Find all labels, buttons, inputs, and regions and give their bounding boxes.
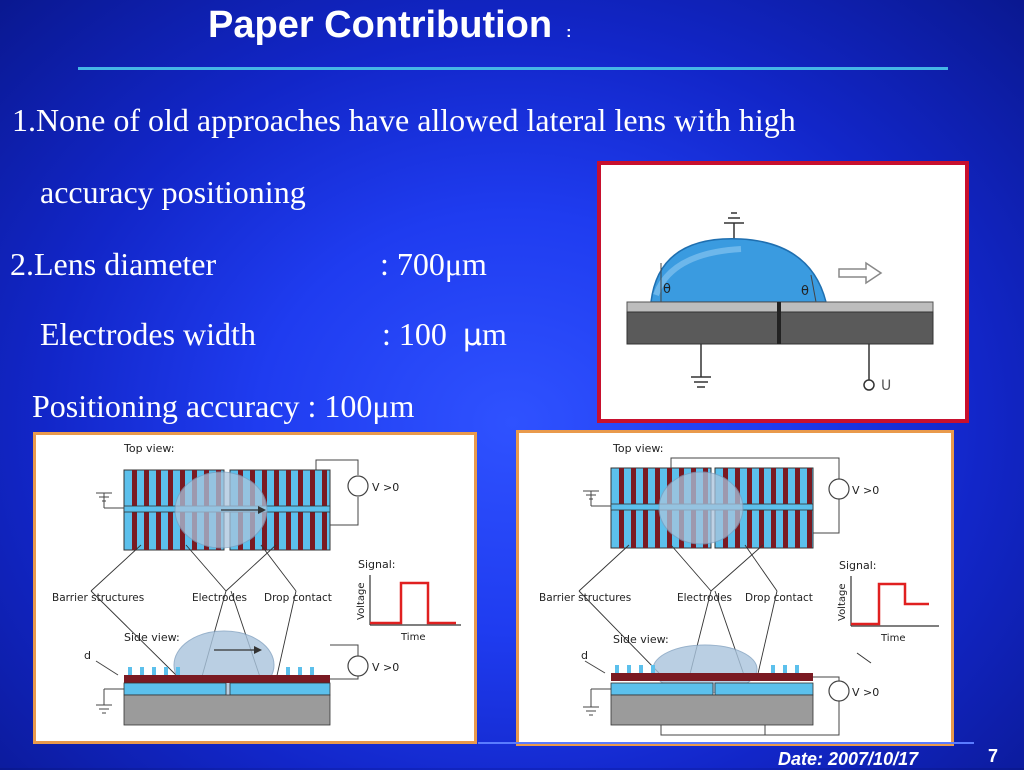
device-figure-right-frame: Top view: V >0 Signal: (516, 430, 954, 746)
time-axis-label: Time (400, 632, 425, 643)
side-view-device (610, 644, 814, 726)
point-2-row: 2.Lens diameter : 700μm (10, 248, 570, 284)
direction-arrow-icon (838, 261, 883, 285)
droplet-figure: θ θ U (626, 212, 934, 394)
title-text: Paper Contribution (208, 4, 553, 46)
title-colon: : (566, 24, 572, 41)
electrodes-label: Electrodes (677, 592, 732, 604)
electrodes-label: Electrodes (192, 592, 247, 604)
side-view-device (123, 630, 331, 726)
time-axis-label: Time (880, 633, 905, 644)
positioning-accuracy: Positioning accuracy : 100μm (32, 388, 415, 424)
barrier-label: Barrier structures (539, 592, 631, 604)
side-view-label: Side view: (124, 631, 180, 644)
electrodes-width-value: : 100 μm (382, 318, 507, 351)
top-view-electrodes (123, 469, 331, 551)
voltage-axis-label: Voltage (356, 582, 367, 620)
top-view-label: Top view: (123, 442, 175, 455)
signal-plot: Voltage Time (356, 575, 461, 643)
drop-contact-label: Drop contact (745, 592, 813, 604)
lens-diameter-value: : 700μm (380, 246, 487, 282)
voltage-top-label: V >0 (852, 484, 879, 497)
electrodes-value-mu: μ (462, 318, 482, 353)
voltage-axis-label: Voltage (837, 583, 848, 621)
point-1-line-2: accuracy positioning (40, 174, 306, 210)
side-view-label: Side view: (613, 633, 669, 646)
slide-title: Paper Contribution: (208, 4, 571, 47)
droplet-figure-frame: θ θ U (597, 161, 969, 423)
top-view-electrodes (610, 467, 814, 549)
device-figure-left-frame: Top view: (33, 432, 477, 744)
footer-rule (478, 742, 974, 744)
signal-label: Signal: (358, 558, 396, 571)
footer-date: Date: 2007/10/17 (778, 749, 919, 769)
top-view-label: Top view: (612, 442, 664, 455)
electrodes-row: Electrodes width : 100 μm (40, 318, 560, 354)
electrodes-width-label: Electrodes width (40, 316, 256, 352)
d-label: d (581, 649, 588, 662)
device-figure-right: Top view: V >0 Signal: (539, 442, 939, 736)
d-label: d (84, 649, 91, 662)
theta-left: θ (663, 282, 671, 297)
voltage-side-label: V >0 (852, 686, 879, 699)
point-1-line-1: 1.None of old approaches have allowed la… (12, 102, 796, 138)
voltage-label: U (881, 378, 891, 394)
signal-label: Signal: (839, 559, 877, 572)
voltage-side-label: V >0 (372, 661, 399, 674)
electrode-gap (777, 302, 781, 344)
droplet (650, 238, 827, 303)
voltage-terminal-icon (863, 379, 875, 391)
voltage-top-label: V >0 (372, 481, 399, 494)
electrodes-value-prefix: : 100 (382, 316, 447, 352)
ground-symbol-bottom (691, 344, 711, 388)
device-figure-left: Top view: (52, 442, 461, 726)
lens-diameter-label: 2.Lens diameter (10, 246, 217, 282)
page-number: 7 (988, 746, 999, 766)
drop-contact-label: Drop contact (264, 592, 332, 604)
electrodes-value-unit: m (481, 316, 507, 352)
title-underline (78, 67, 948, 70)
theta-right: θ (801, 284, 809, 299)
signal-plot: Voltage Time (837, 576, 939, 644)
